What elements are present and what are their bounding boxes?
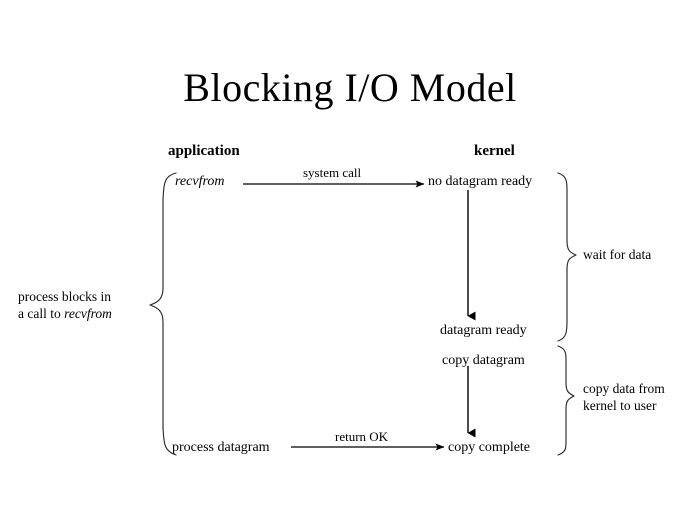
node-datagram-ready: datagram ready [440,323,527,338]
brace-copy-data [557,345,575,456]
annotation-process-blocks-line2: a call to recvfrom [18,305,112,322]
brace-process-blocks [149,172,177,456]
page-title: Blocking I/O Model [183,65,517,110]
annotation-wait-for-data: wait for data [583,247,652,262]
node-no-datagram-ready: no datagram ready [428,174,533,189]
annotation-copy-data-from-kernel: copy data from kernel to user [583,380,665,414]
node-copy-complete: copy complete [448,440,531,455]
annotation-copy-data-line2: kernel to user [583,398,657,413]
node-copy-datagram: copy datagram [442,353,525,368]
column-header-application: application [168,143,240,159]
annotation-process-blocks-line1: process blocks in [18,289,111,304]
brace-wait-for-data [557,172,577,342]
annotation-copy-data-line1: copy data from [583,381,665,396]
column-header-kernel: kernel [474,143,515,159]
annotation-process-blocks-line2-recvfrom: recvfrom [64,306,112,321]
annotation-process-blocks: process blocks in a call to recvfrom [18,288,112,322]
node-recvfrom: recvfrom [175,174,225,189]
node-process-datagram: process datagram [172,440,270,455]
arrow-label-system-call: system call [303,165,362,180]
arrow-label-return-ok: return OK [335,429,389,444]
annotation-process-blocks-line2-prefix: a call to [18,306,65,321]
